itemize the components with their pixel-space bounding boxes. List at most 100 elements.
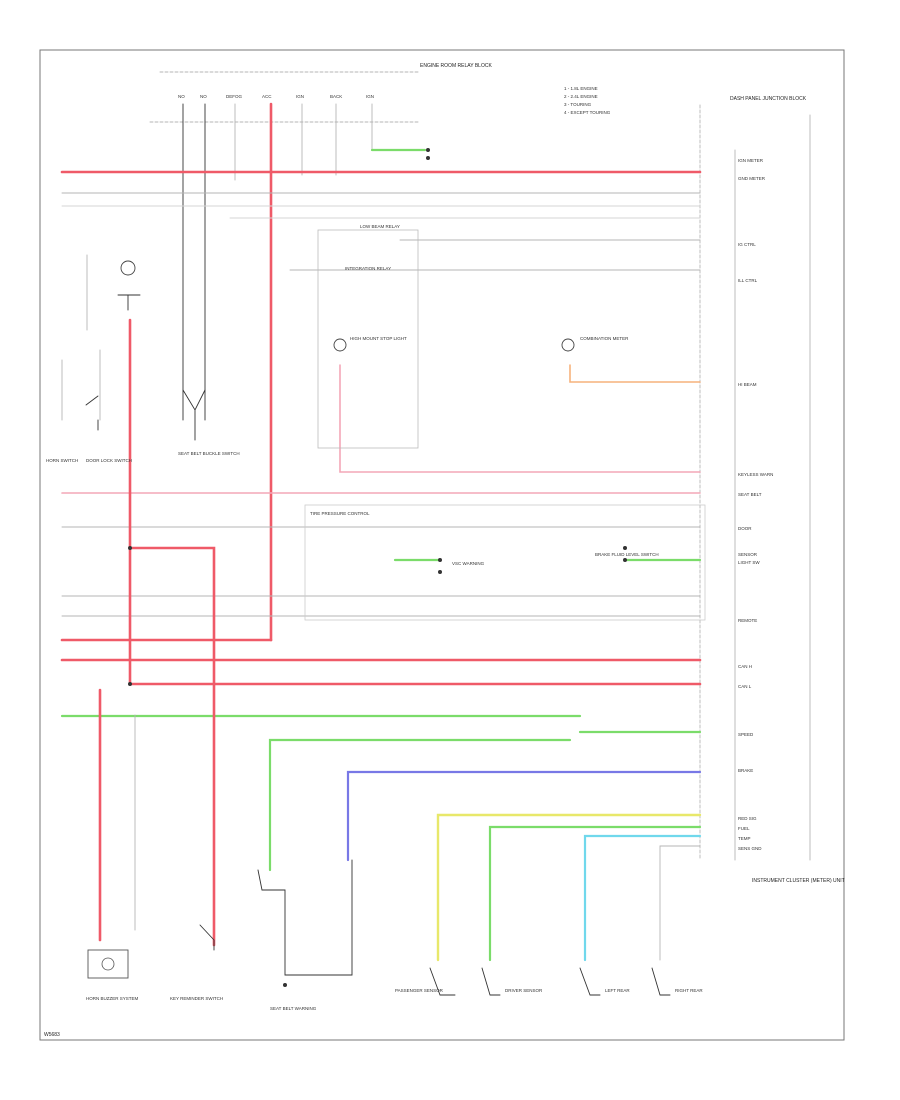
lamp-icon — [561, 338, 575, 352]
horn-buzzer: HORN BUZZER SYSTEM — [86, 949, 139, 1001]
bottom-label: HORN BUZZER SYSTEM — [86, 996, 139, 1001]
fuse-label: NO — [178, 94, 185, 99]
ecu-title: INSTRUMENT CLUSTER (METER) UNIT — [752, 878, 845, 884]
ecu-pin: IGN METER — [738, 158, 764, 163]
diagram-frame — [39, 49, 845, 1041]
integration-unit: TIRE PRESSURE CONTROL VSC WARNING BRAKE … — [304, 504, 706, 621]
seat-belt-warning: SEAT BELT WARNING — [257, 859, 353, 1011]
switch-icon — [182, 389, 206, 441]
junction-dot — [426, 148, 430, 152]
switch-icon — [117, 294, 141, 311]
unit-outline — [304, 504, 706, 621]
bottom-label: RIGHT REAR — [675, 988, 703, 993]
component-label: VSC WARNING — [452, 561, 485, 566]
component-label: BRAKE FLUID LEVEL SWITCH — [595, 552, 659, 557]
footer-code: W5683 — [44, 1032, 60, 1038]
meter-ecu: INSTRUMENT CLUSTER (METER) UNIT IGN METE… — [699, 104, 845, 884]
ecu-pin: SEAT BELT — [738, 492, 762, 497]
wire — [659, 845, 701, 961]
main-buses — [60, 170, 702, 962]
center-relays: HIGH MOUNT STOP LIGHT LOW BEAM RELAY INT… — [317, 224, 629, 449]
ecu-pin: RED SIG — [738, 816, 757, 821]
junction-dot — [426, 156, 430, 160]
seat-belt-switch: SEAT BELT BUCKLE SWITCH — [178, 389, 240, 456]
top-fuse-row: NO NO DEFOG ACC IGN BACK IGN — [178, 94, 374, 99]
left-runs — [61, 254, 216, 947]
header-note: ENGINE ROOM RELAY BLOCK — [420, 63, 492, 69]
bottom-label: PASSENGER SENSOR — [395, 988, 444, 993]
ecu-pin: LIGHT SW — [738, 560, 760, 565]
fuse-drops — [182, 102, 427, 642]
sensor-icon — [651, 967, 671, 996]
switch-icon — [199, 924, 215, 951]
signal-wire-cyan — [583, 834, 702, 962]
ecu-pin: TEMP — [738, 836, 751, 841]
bottom-label: KEY REMINDER SWITCH — [170, 996, 223, 1001]
fuse-label: ACC — [262, 94, 272, 99]
sensor-loop — [257, 859, 353, 976]
component-label: HORN SWITCH — [46, 458, 78, 463]
signal-wire — [268, 738, 572, 872]
component-label: DOOR LOCK SWITCH — [86, 458, 132, 463]
fuse-label: IGN — [366, 94, 374, 99]
horn-switch: HORN SWITCH — [46, 260, 141, 463]
junction-dot — [438, 570, 442, 574]
lamp-icon — [333, 338, 347, 352]
junction-dot — [438, 558, 442, 562]
bottom-label: LEFT REAR — [605, 988, 630, 993]
ecu-pin: SENSOR — [738, 552, 758, 557]
component-label: HIGH MOUNT STOP LIGHT — [350, 336, 407, 341]
component-label: SEAT BELT BUCKLE SWITCH — [178, 451, 240, 456]
fuse-label: NO — [200, 94, 207, 99]
junction-dot — [128, 682, 132, 686]
tire-sensors: PASSENGER SENSOR DRIVER SENSOR LEFT REAR… — [395, 967, 703, 996]
gauge-block-note: DASH PANEL JUNCTION BLOCK — [730, 96, 807, 102]
sensor-icon — [481, 967, 501, 996]
junctions — [128, 148, 627, 686]
switch-icon — [85, 395, 99, 431]
ecu-pin: IG CTRL — [738, 242, 756, 247]
component-label: TIRE PRESSURE CONTROL — [310, 511, 370, 516]
ecu-pin: HI BEAM — [738, 382, 757, 387]
signal-wire-pink — [339, 364, 701, 473]
ecu-pin: ILL CTRL — [738, 278, 758, 283]
ecu-pin: KEYLESS WARN — [738, 472, 773, 477]
bottom-label: SEAT BELT WARNING — [270, 1006, 317, 1011]
ecu-pin: REMOTE — [738, 618, 757, 623]
config-legend-item: 2 - 2.4L ENGINE — [564, 94, 598, 99]
buzzer-box — [87, 949, 129, 979]
component-label: LOW BEAM RELAY — [360, 224, 400, 229]
power-wire — [128, 546, 216, 947]
config-legend-item: 1 - 1.8L ENGINE — [564, 86, 598, 91]
junction-dot — [623, 546, 627, 550]
config-legend: 1 - 1.8L ENGINE 2 - 2.4L ENGINE 3 - TOUR… — [564, 86, 611, 115]
signal-wire — [488, 825, 702, 962]
fuse-label: BACK — [330, 94, 342, 99]
signal-wire-yellow — [436, 813, 702, 962]
buzzer-icon — [101, 957, 115, 971]
ecu-pin: SENS GND — [738, 846, 762, 851]
ecu-pin: CAN H — [738, 664, 752, 669]
fuse-label: IGN — [296, 94, 304, 99]
ecu-pin: GND METER — [738, 176, 766, 181]
door-lock-switch: DOOR LOCK SWITCH — [85, 395, 132, 463]
horn-icon — [120, 260, 136, 276]
ecu-pin: BRAKE — [738, 768, 753, 773]
key-reminder-switch: KEY REMINDER SWITCH — [170, 924, 223, 1001]
junction-dot — [128, 546, 132, 550]
signal-wire-blue — [346, 770, 702, 862]
ecu-pin: FUEL — [738, 826, 750, 831]
bottom-label: DRIVER SENSOR — [505, 988, 543, 993]
sensor-icon — [429, 967, 456, 996]
sensor-icon — [579, 967, 601, 996]
signal-wire-orange — [569, 364, 701, 383]
fuse-label: DEFOG — [226, 94, 243, 99]
ground-point — [283, 983, 287, 987]
config-legend-item: 3 - TOURING — [564, 102, 592, 107]
component-label: COMBINATION METER — [580, 336, 629, 341]
config-legend-item: 4 - EXCEPT TOURING — [564, 110, 611, 115]
component-label: INTEGRATION RELAY — [345, 266, 391, 271]
ecu-pin: CAN L — [738, 684, 752, 689]
relay-box — [317, 229, 419, 449]
